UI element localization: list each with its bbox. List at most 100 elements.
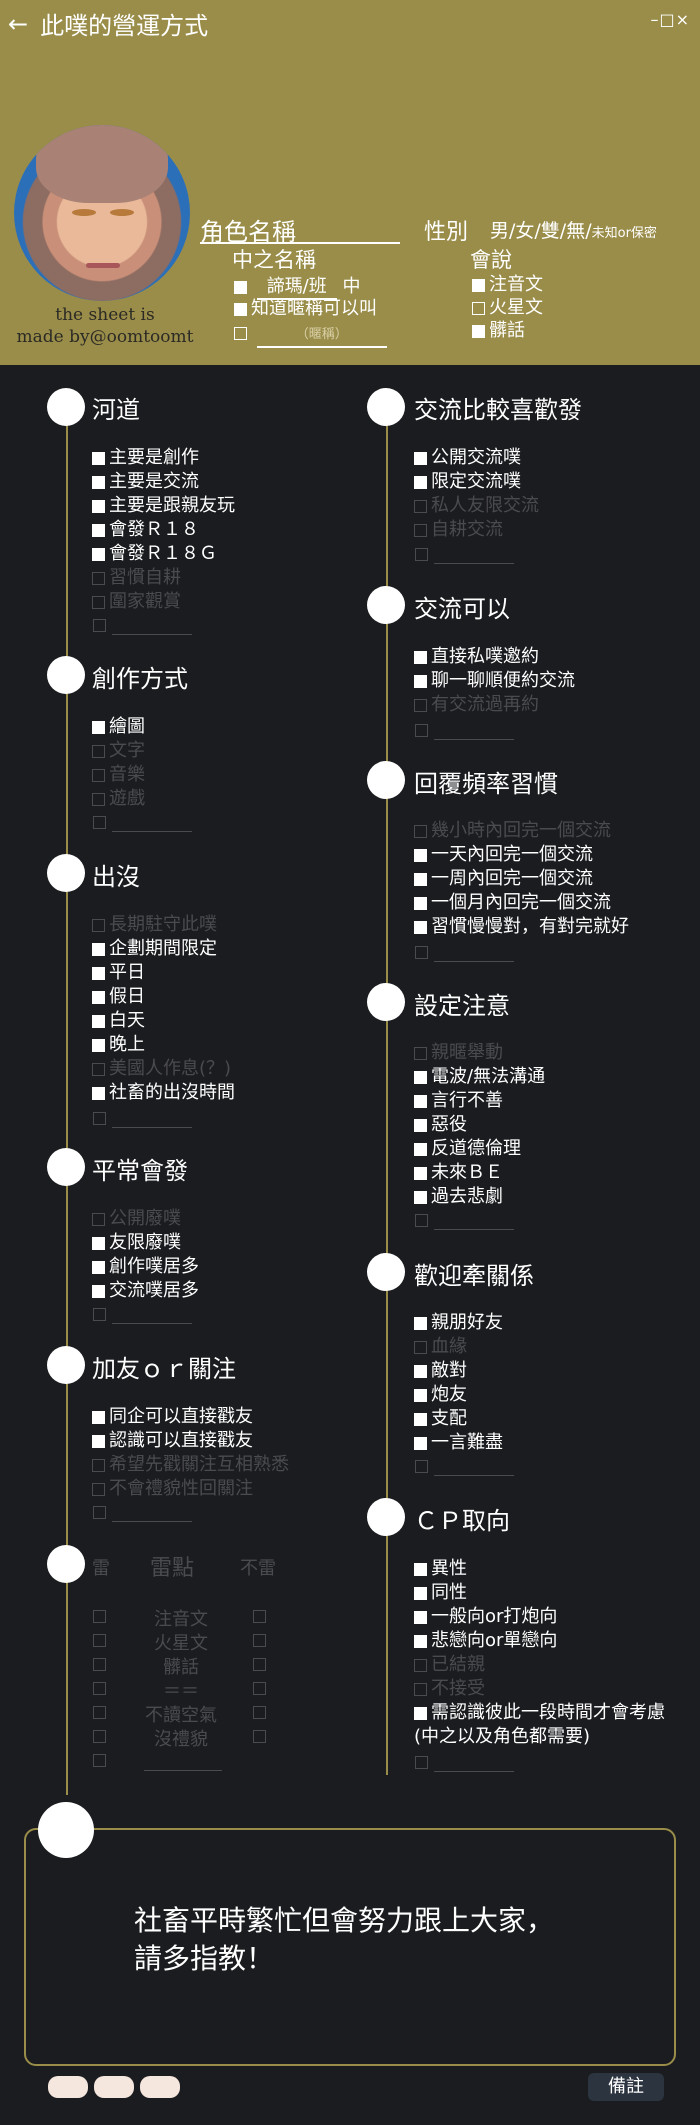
checkbox[interactable] — [472, 278, 485, 292]
checkbox[interactable] — [92, 1482, 105, 1496]
speak-item[interactable]: 注音文 — [472, 274, 543, 296]
list-item[interactable]: 主要是交流 — [92, 471, 199, 493]
list-item[interactable]: 音樂 — [92, 764, 145, 786]
list-item[interactable]: 一天內回完一個交流 — [414, 844, 593, 866]
checkbox[interactable] — [253, 1730, 266, 1743]
checkbox[interactable] — [92, 595, 105, 609]
checkbox[interactable] — [414, 1706, 427, 1720]
list-item[interactable]: 有交流過再約 — [414, 694, 539, 716]
checkbox[interactable] — [414, 848, 427, 862]
checkbox[interactable] — [414, 824, 427, 838]
list-item[interactable]: 希望先戳關注互相熟悉 — [92, 1454, 289, 1476]
checkbox[interactable] — [92, 1458, 105, 1472]
list-item[interactable]: 友限廢噗 — [92, 1232, 181, 1254]
checkbox[interactable] — [414, 1610, 427, 1624]
checkbox[interactable] — [92, 768, 105, 782]
checkbox[interactable] — [414, 475, 427, 489]
list-item[interactable]: 會發Ｒ１８Ｇ — [92, 543, 217, 565]
checkbox[interactable] — [253, 1610, 266, 1623]
list-item[interactable]: 遊戲 — [92, 788, 145, 810]
list-item[interactable]: 公開廢噗 — [92, 1208, 181, 1230]
checkbox[interactable] — [92, 1236, 105, 1250]
checkbox[interactable] — [414, 1388, 427, 1402]
checkbox[interactable] — [414, 1658, 427, 1672]
checkbox[interactable] — [92, 523, 105, 537]
list-item[interactable]: 言行不善 — [414, 1090, 503, 1112]
list-item[interactable]: 自耕交流 — [414, 519, 503, 541]
list-item[interactable]: 同企可以直接戳友 — [92, 1406, 253, 1428]
list-item[interactable]: 不接受 — [414, 1678, 485, 1700]
checkbox[interactable] — [415, 1756, 428, 1769]
list-item[interactable]: 同性 — [414, 1582, 467, 1604]
list-item[interactable]: 交流噗居多 — [92, 1280, 199, 1302]
checkbox[interactable] — [414, 451, 427, 465]
checkbox[interactable] — [92, 990, 105, 1004]
list-item[interactable]: 假日 — [92, 986, 145, 1008]
checkbox[interactable] — [93, 1706, 106, 1719]
list-item[interactable]: 會發Ｒ１８ — [92, 519, 199, 541]
checkbox[interactable] — [93, 1658, 106, 1671]
list-item[interactable]: 主要是跟親友玩 — [92, 495, 235, 517]
checkbox[interactable] — [414, 1340, 427, 1354]
speak-item[interactable]: 火星文 — [472, 297, 543, 319]
list-item[interactable]: 惡役 — [414, 1114, 467, 1136]
checkbox[interactable] — [253, 1634, 266, 1647]
checkbox[interactable] — [414, 1562, 427, 1576]
checkbox[interactable] — [92, 942, 105, 956]
checkbox[interactable] — [92, 1062, 105, 1076]
list-item[interactable]: 支配 — [414, 1408, 467, 1430]
list-item[interactable]: 白天 — [92, 1010, 145, 1032]
checkbox[interactable] — [93, 1754, 106, 1767]
list-item[interactable]: 不會禮貌性回關注 — [92, 1478, 253, 1500]
checkbox[interactable] — [472, 324, 485, 338]
list-item[interactable]: 敵對 — [414, 1360, 467, 1382]
list-item[interactable]: 文字 — [92, 740, 145, 762]
checkbox[interactable] — [234, 280, 247, 294]
list-item[interactable]: 主要是創作 — [92, 447, 199, 469]
footer-tab-1[interactable] — [48, 2076, 88, 2098]
checkbox[interactable] — [472, 301, 485, 315]
checkbox[interactable] — [414, 1094, 427, 1108]
checkbox[interactable] — [93, 1634, 106, 1647]
list-item[interactable]: 悲戀向or單戀向 — [414, 1630, 557, 1652]
checkbox[interactable] — [92, 1284, 105, 1298]
checkbox[interactable] — [92, 1038, 105, 1052]
checkbox[interactable] — [93, 1112, 106, 1125]
list-item[interactable]: 創作噗居多 — [92, 1256, 199, 1278]
checkbox[interactable] — [93, 1730, 106, 1743]
checkbox[interactable] — [414, 1412, 427, 1426]
list-item[interactable]: 認識可以直接戳友 — [92, 1430, 253, 1452]
note-button[interactable]: 備註 — [588, 2073, 664, 2101]
checkbox[interactable] — [253, 1682, 266, 1695]
speak-item[interactable]: 髒話 — [472, 320, 525, 342]
footer-tab-2[interactable] — [94, 2076, 134, 2098]
list-item[interactable]: 公開交流噗 — [414, 447, 521, 469]
checkbox[interactable] — [253, 1706, 266, 1719]
checkbox[interactable] — [415, 946, 428, 959]
checkbox[interactable] — [414, 1142, 427, 1156]
checkbox[interactable] — [414, 1118, 427, 1132]
checkbox[interactable] — [414, 674, 427, 688]
checkbox[interactable] — [92, 1410, 105, 1424]
list-item[interactable]: 反道德倫理 — [414, 1138, 521, 1160]
checkbox[interactable] — [93, 1308, 106, 1321]
checkbox[interactable] — [234, 302, 247, 316]
list-item[interactable]: 美國人作息(？) — [92, 1058, 231, 1080]
checkbox[interactable] — [415, 1460, 428, 1473]
checkbox[interactable] — [415, 548, 428, 561]
checkbox[interactable] — [414, 1046, 427, 1060]
checkbox[interactable] — [414, 650, 427, 664]
list-item[interactable]: 炮友 — [414, 1384, 467, 1406]
list-item[interactable]: 限定交流噗 — [414, 471, 521, 493]
checkbox[interactable] — [92, 792, 105, 806]
checkbox[interactable] — [414, 698, 427, 712]
checkbox[interactable] — [93, 1682, 106, 1695]
checkbox[interactable] — [92, 547, 105, 561]
checkbox[interactable] — [92, 1434, 105, 1448]
list-item[interactable]: 親朋好友 — [414, 1312, 503, 1334]
list-item[interactable]: 習慣自耕 — [92, 567, 181, 589]
checkbox[interactable] — [414, 872, 427, 886]
list-item[interactable]: 繪圖 — [92, 716, 145, 738]
checkbox[interactable] — [93, 1610, 106, 1623]
checkbox[interactable] — [415, 724, 428, 737]
